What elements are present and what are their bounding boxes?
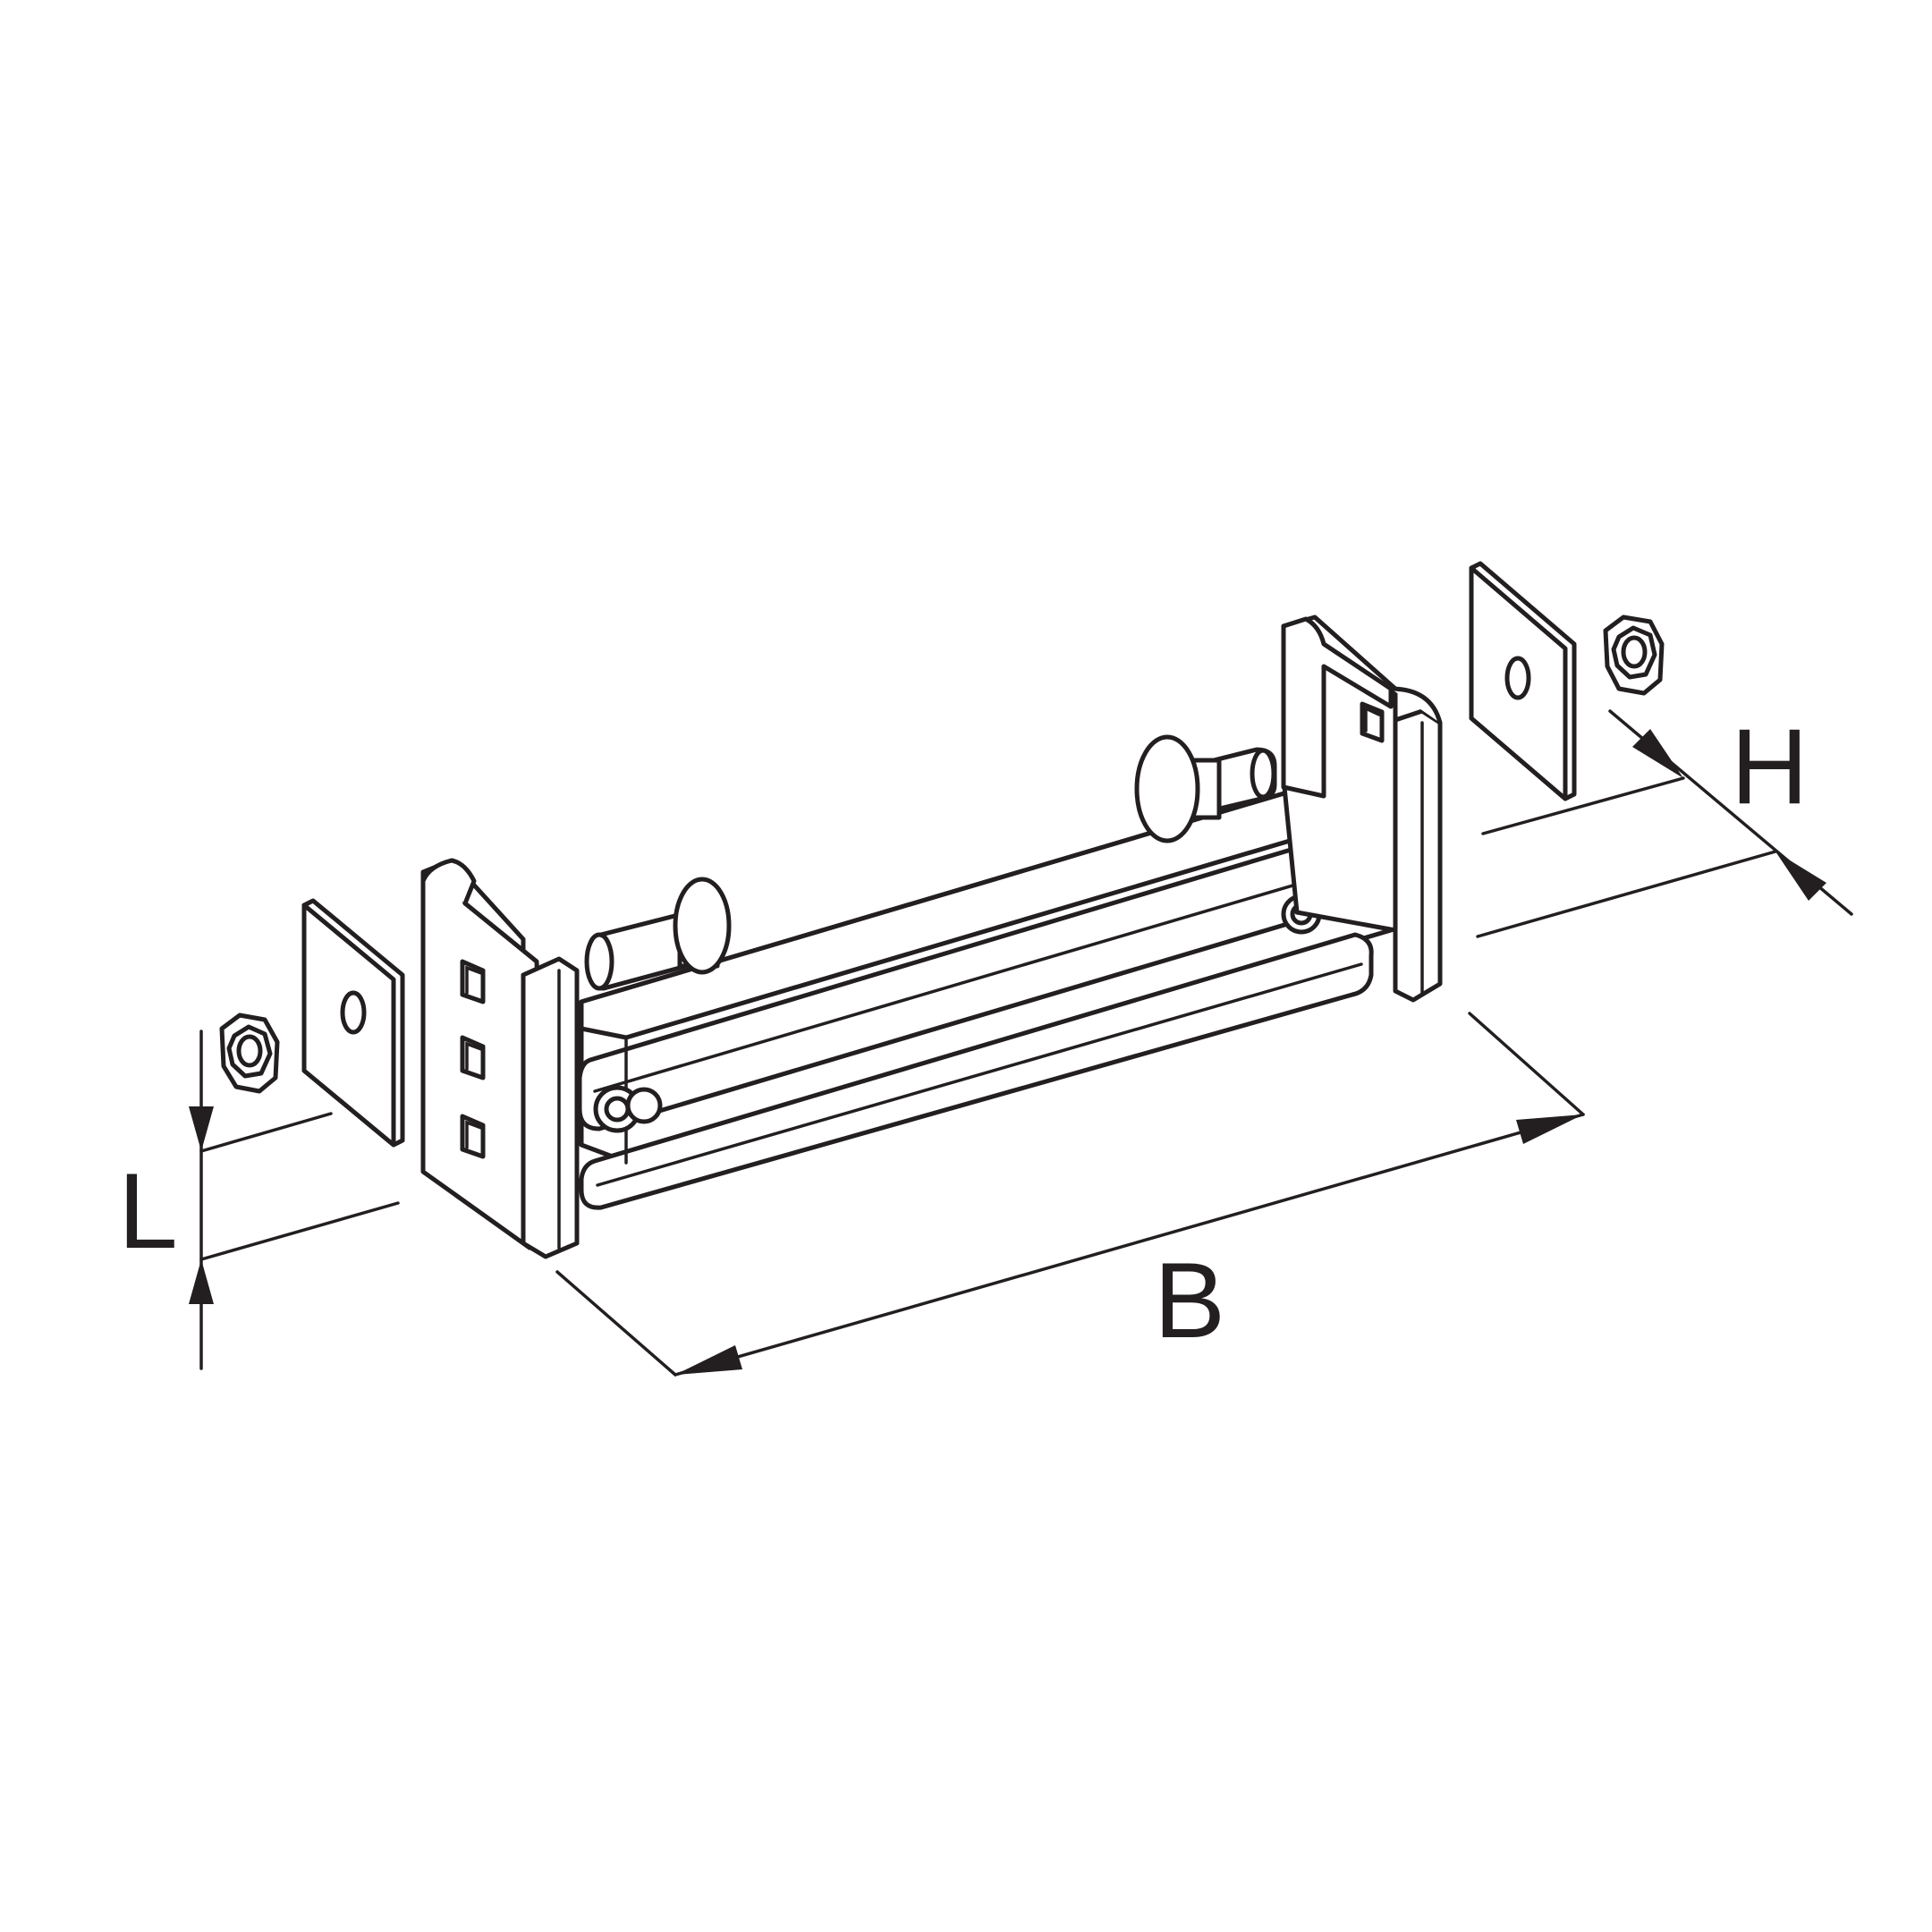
rail-bolt-heads — [593, 894, 1322, 1133]
dim-l-ext-bottom — [199, 1201, 400, 1261]
dim-l-label: L — [118, 1151, 178, 1271]
washer-left-hole — [340, 990, 367, 1035]
rail-profile — [577, 768, 1398, 1210]
dim-b-arrow-left — [675, 1345, 742, 1375]
dim-l-arrow-top — [189, 1106, 214, 1151]
rail-bolt-left-inner — [604, 1096, 631, 1123]
bracket-right — [1281, 614, 1443, 1003]
dim-l-arrow-bottom — [189, 1259, 214, 1304]
dim-h-arrow-top — [1632, 729, 1683, 778]
rail-bolt-mid — [625, 1087, 663, 1124]
carriage-bolt-left — [584, 877, 732, 991]
dimension-l: L — [118, 1030, 400, 1370]
dim-b-ext-right — [1468, 1012, 1585, 1116]
dim-h-ext-bottom — [1476, 850, 1777, 938]
washer-left — [301, 898, 405, 1148]
dim-b-arrow-right — [1516, 1114, 1583, 1144]
hex-nut-right — [1603, 614, 1665, 696]
dimension-h: H — [1476, 707, 1853, 938]
dim-h-ext-top — [1481, 776, 1685, 835]
washer-right — [1469, 561, 1577, 801]
washer-right-hole — [1504, 656, 1531, 700]
dim-b-line — [674, 1113, 1585, 1377]
bracket-left — [420, 858, 580, 1259]
dim-l-ext-top — [199, 1112, 333, 1153]
carriage-bolt-right — [1134, 734, 1277, 843]
dim-b-label: B — [1154, 1241, 1225, 1360]
dim-b-ext-left — [555, 1270, 677, 1377]
hex-nut-left — [219, 1013, 280, 1094]
dim-h-arrow-bottom — [1775, 852, 1826, 901]
bracket-left-slots — [460, 959, 486, 1159]
dim-h-label: H — [1731, 707, 1809, 826]
dimension-b: B — [555, 1012, 1585, 1377]
